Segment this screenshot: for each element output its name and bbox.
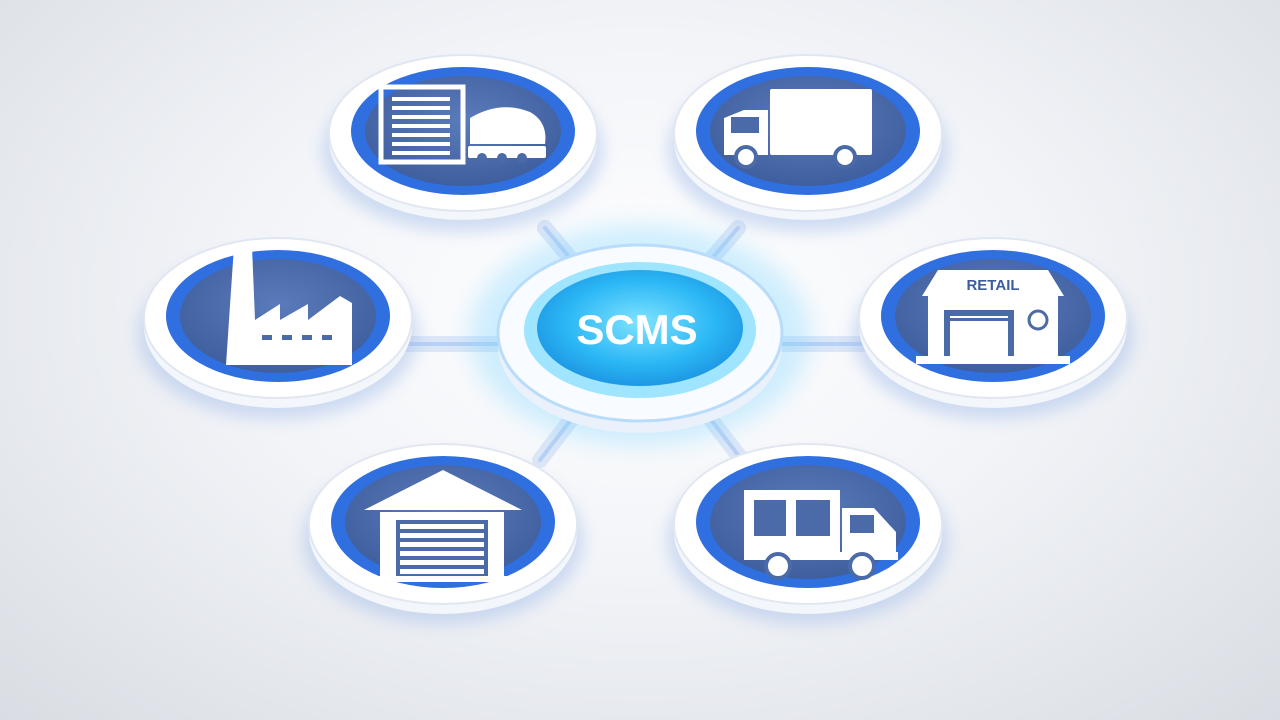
hub-label: SCMS (576, 306, 697, 353)
node-retail[interactable]: RETAIL (853, 237, 1133, 419)
scms-hub[interactable]: SCMS (470, 225, 810, 445)
node-box-truck[interactable] (668, 443, 948, 624)
node-warehouse[interactable] (303, 443, 583, 624)
retail-store-icon (916, 270, 1070, 364)
delivery-truck-icon (724, 89, 872, 169)
warehouse-icon (364, 470, 522, 582)
node-factory[interactable] (138, 237, 418, 419)
factory-icon (226, 246, 352, 365)
node-warehouse-shipping[interactable] (323, 54, 603, 232)
retail-sign-label: RETAIL (966, 277, 1019, 294)
node-delivery-truck[interactable] (668, 54, 948, 232)
box-truck-icon (744, 490, 898, 580)
warehouse-truck-icon (378, 84, 546, 165)
